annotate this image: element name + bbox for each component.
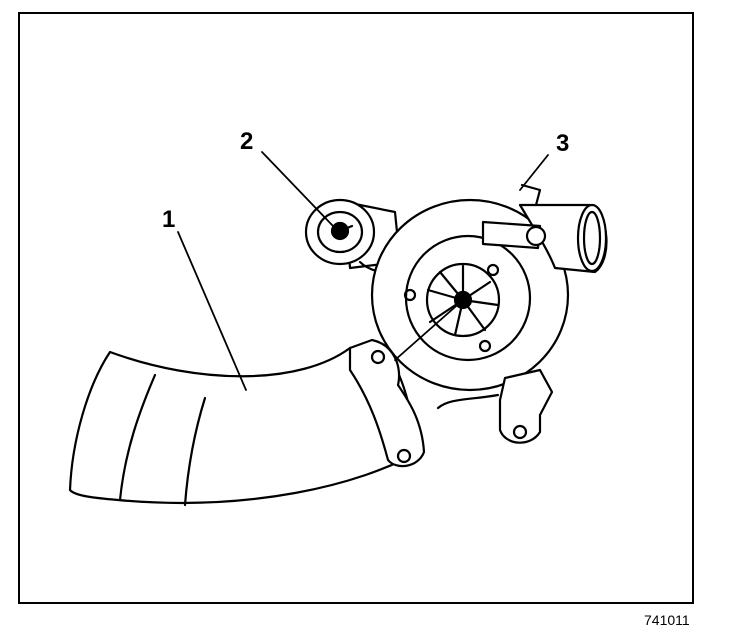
callout-3: 3	[556, 130, 570, 157]
figure-id: 741011	[644, 612, 690, 628]
callout-1: 1	[162, 206, 176, 233]
leader-lines	[177, 151, 549, 391]
callout-2: 2	[240, 128, 254, 155]
intake-duct	[68, 338, 426, 507]
diagram-frame	[18, 12, 694, 604]
